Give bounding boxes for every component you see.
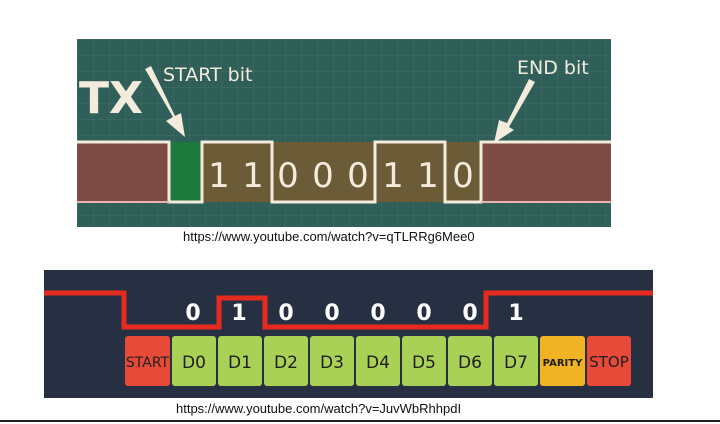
frame-cell-label-d1: D1	[228, 353, 252, 373]
tx-diagram: 1 1 0 0 0 1 1 0 TX START bit END bit	[77, 39, 611, 227]
idle-band-left	[77, 142, 169, 202]
tx-waveform	[77, 140, 611, 204]
frame-value-d3: 0	[324, 301, 339, 326]
start-bit-cell	[169, 142, 202, 202]
start-bit-label: START bit	[163, 64, 252, 86]
tx-bit-5: 1	[382, 156, 404, 196]
end-arrow-icon	[494, 79, 535, 143]
frame-cell-label-d0: D0	[182, 353, 206, 373]
frame-value-d7: 1	[508, 301, 523, 326]
tx-bit-1: 1	[242, 156, 264, 196]
tx-bit-7: 0	[452, 156, 474, 196]
frame-cell-d4	[356, 336, 400, 386]
frame-cell-label-d5: D5	[412, 353, 436, 373]
frame-cell-label-d6: D6	[458, 353, 482, 373]
start-arrow-icon	[145, 66, 185, 137]
idle-band-right	[481, 142, 611, 202]
frame-cell-label-parity: PARITY	[543, 358, 583, 369]
frame-cell-d3	[310, 336, 354, 386]
frame-cell-label-d7: D7	[504, 353, 528, 373]
tx-bit-6: 1	[417, 156, 439, 196]
frame-diagram-caption: https://www.youtube.com/watch?v=JuvWbRhh…	[176, 401, 462, 416]
bottom-divider	[0, 420, 720, 422]
tx-bit-4: 0	[347, 156, 369, 196]
frame-value-d1: 1	[231, 301, 246, 326]
frame-value-d0: 0	[185, 301, 200, 326]
frame-diagram-svg: 0 1 0 0 0 0 0 1 START D0 D1 D2	[44, 270, 653, 398]
frame-signal-line	[44, 290, 653, 330]
frame-diagram: 0 1 0 0 0 0 0 1 START D0 D1 D2	[44, 270, 653, 398]
frame-cell-d2	[264, 336, 308, 386]
tx-diagram-caption: https://www.youtube.com/watch?v=qTLRRg6M…	[183, 229, 475, 244]
frame-cell-d6	[448, 336, 492, 386]
frame-cell-start	[125, 336, 170, 386]
tx-label: TX	[79, 73, 143, 124]
frame-cell-label-d4: D4	[366, 353, 390, 373]
data-bits-region	[202, 142, 481, 202]
frame-value-d2: 0	[278, 301, 293, 326]
frame-cell-d1	[218, 336, 262, 386]
frame-cell-label-start: START	[126, 355, 170, 371]
frame-cell-d7	[494, 336, 538, 386]
frame-cell-label-d2: D2	[274, 353, 298, 373]
tx-diagram-svg: 1 1 0 0 0 1 1 0 TX START bit END bit	[77, 39, 611, 227]
frame-cell-d5	[402, 336, 446, 386]
frame-value-d4: 0	[370, 301, 385, 326]
frame-cell-d0	[172, 336, 216, 386]
frame-cell-parity	[540, 336, 585, 386]
tx-bit-2: 0	[277, 156, 299, 196]
frame-cell-label-stop: STOP	[589, 353, 629, 371]
tx-bit-3: 0	[312, 156, 334, 196]
frame-cell-stop	[587, 336, 631, 386]
end-bit-label: END bit	[517, 57, 589, 79]
frame-value-d6: 0	[462, 301, 477, 326]
frame-cell-label-d3: D3	[320, 353, 344, 373]
frame-value-d5: 0	[416, 301, 431, 326]
tx-bit-0: 1	[208, 156, 230, 196]
